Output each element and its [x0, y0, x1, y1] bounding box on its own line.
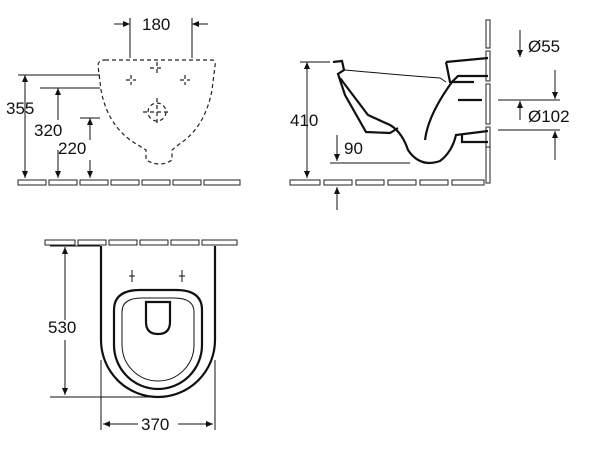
side-wall: [485, 19, 491, 184]
front-view: 180 355 320 220: [6, 15, 241, 186]
front-floor: [17, 179, 241, 186]
side-bowl-outline: [332, 56, 489, 165]
dim-d55-label: Ø55: [528, 37, 560, 56]
hinge-marks: [129, 270, 185, 282]
lid-cutout: [144, 300, 172, 336]
side-view: 410 90 Ø55 Ø102: [289, 19, 570, 210]
dim-180-label: 180: [142, 15, 170, 34]
top-wall: [44, 239, 238, 246]
seat-inner-outline: [121, 297, 195, 382]
side-extension-lines: [300, 61, 560, 164]
dim-355-label: 355: [6, 99, 34, 118]
side-rim-line: [344, 69, 447, 83]
dim-530-label: 530: [48, 318, 76, 337]
side-floor: [289, 179, 485, 186]
top-extension-lines: [50, 245, 216, 430]
front-fixing-marks: [126, 62, 190, 126]
front-bowl-outline: [97, 59, 216, 165]
dim-410-label: 410: [290, 111, 318, 130]
dim-370-label: 370: [141, 415, 169, 434]
dim-d102-label: Ø102: [528, 107, 570, 126]
dim-320-label: 320: [34, 121, 62, 140]
top-bowl-outline: [99, 246, 217, 399]
top-view: 530 370: [44, 239, 238, 434]
dim-90-label: 90: [344, 139, 363, 158]
seat-outline: [112, 288, 204, 391]
dim-220-label: 220: [58, 139, 86, 158]
